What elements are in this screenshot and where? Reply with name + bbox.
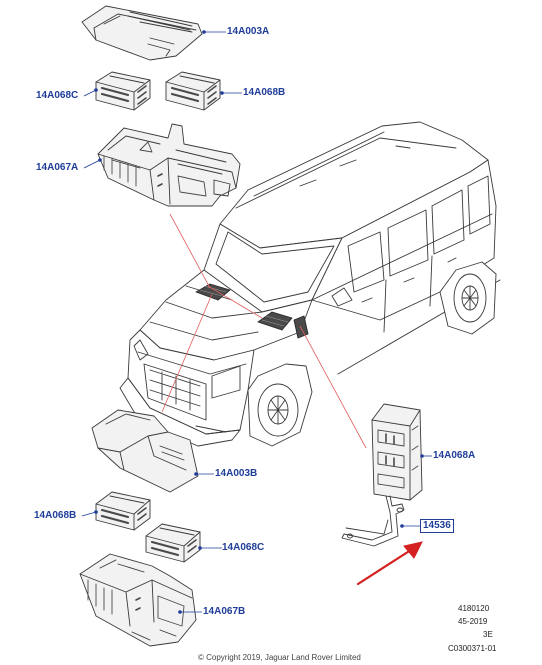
reference-line-3: 3E (483, 630, 493, 639)
reference-line-4: C0300371-01 (448, 644, 497, 653)
lower-relay-right (145, 523, 201, 563)
callout-14A067B: 14A067B (203, 606, 246, 617)
lower-fuse-box (79, 553, 197, 647)
callout-14A067A: 14A067A (36, 162, 79, 173)
callout-14A003B: 14A003B (215, 468, 258, 479)
lower-fuse-cover (91, 409, 199, 493)
callout-14A068B-upper: 14A068B (243, 87, 286, 98)
location-line-right (299, 325, 367, 449)
location-line-center (207, 285, 263, 319)
red-arrow (356, 541, 423, 586)
callout-14A003A: 14A003A (227, 26, 270, 37)
callout-14536: 14536 (420, 519, 454, 533)
callout-14A068B-lower: 14A068B (34, 510, 77, 521)
reference-line-2: 45-2019 (458, 617, 488, 626)
callout-14A068A: 14A068A (433, 450, 476, 461)
right-relay-box (371, 403, 423, 501)
location-line-upper (169, 213, 211, 289)
upper-relay-right (165, 71, 221, 111)
callout-14A068C-lower: 14A068C (222, 542, 265, 553)
location-lines (161, 213, 367, 449)
lower-relay-left (95, 491, 151, 531)
vehicle (119, 121, 501, 447)
upper-relay-left (95, 71, 151, 111)
copyright-notice: © Copyright 2019, Jaguar Land Rover Limi… (198, 653, 361, 662)
reference-line-1: 4180120 (458, 604, 490, 613)
upper-fuse-box (97, 123, 241, 207)
leader-lines (81, 30, 432, 614)
mounting-bracket (341, 495, 405, 547)
upper-fuse-cover (81, 5, 203, 61)
callout-14A068C-upper: 14A068C (36, 90, 79, 101)
location-line-lower (161, 293, 213, 413)
